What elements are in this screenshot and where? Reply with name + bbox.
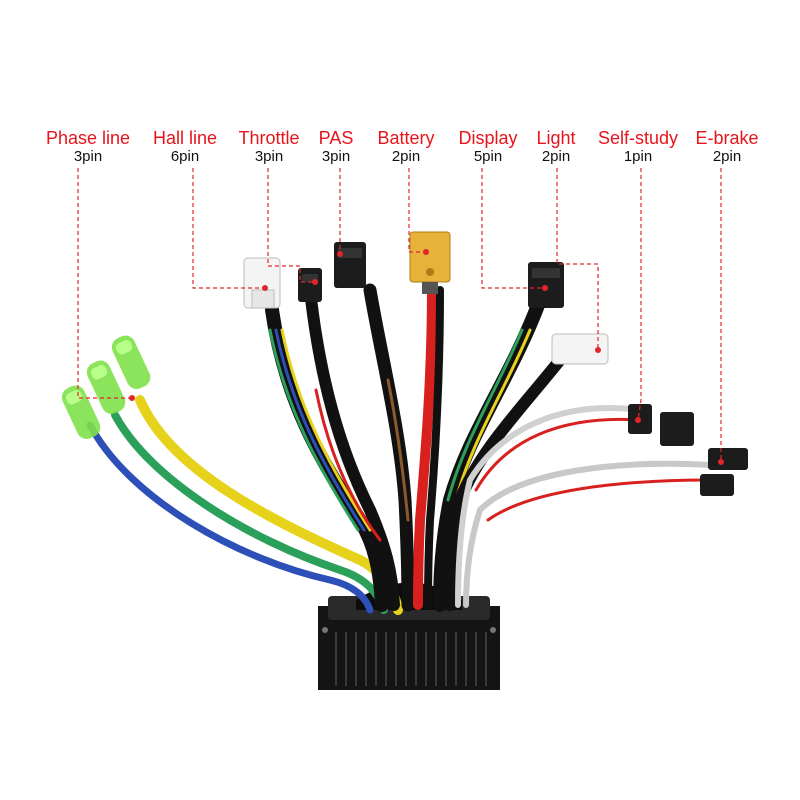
label-name: E-brake — [695, 128, 759, 148]
bullet-terminal-icon — [61, 335, 151, 439]
label-e-brake: E-brake 2pin — [688, 128, 766, 166]
leader-lines — [77, 168, 722, 462]
label-light: Light 2pin — [528, 128, 584, 166]
label-throttle: Throttle 3pin — [231, 128, 307, 166]
label-self-study: Self-study 1pin — [589, 128, 687, 166]
label-display: Display 5pin — [452, 128, 524, 166]
label-name: PAS — [318, 128, 354, 148]
label-pins: 2pin — [541, 148, 571, 165]
label-phase-line: Phase line 3pin — [38, 128, 138, 166]
signal-wires — [265, 283, 713, 612]
label-pins: 2pin — [712, 148, 742, 165]
black-plug-icon — [700, 448, 748, 496]
label-name: Phase line — [45, 128, 131, 148]
label-pas: PAS 3pin — [312, 128, 360, 166]
leader-dots — [129, 249, 724, 465]
black-plug-icon — [628, 404, 694, 446]
label-name: Display — [458, 128, 518, 148]
label-name: Self-study — [597, 128, 679, 148]
label-name: Hall line — [152, 128, 218, 148]
black-plug-icon — [298, 268, 322, 302]
label-name: Battery — [377, 128, 435, 148]
white-plug-icon — [551, 333, 609, 365]
label-battery: Battery 2pin — [368, 128, 444, 166]
black-plug-icon — [528, 262, 564, 308]
white-plug-icon — [243, 257, 281, 309]
label-hall-line: Hall line 6pin — [145, 128, 225, 166]
label-pins: 1pin — [623, 148, 653, 165]
label-pins: 2pin — [391, 148, 421, 165]
black-plug-icon — [334, 242, 366, 288]
label-name: Light — [536, 128, 576, 148]
label-pins: 3pin — [73, 148, 103, 165]
label-pins: 3pin — [321, 148, 351, 165]
label-pins: 6pin — [170, 148, 200, 165]
xt60-connector-icon — [409, 231, 451, 294]
label-name: Throttle — [238, 128, 300, 148]
label-pins: 3pin — [254, 148, 284, 165]
label-pins: 5pin — [473, 148, 503, 165]
